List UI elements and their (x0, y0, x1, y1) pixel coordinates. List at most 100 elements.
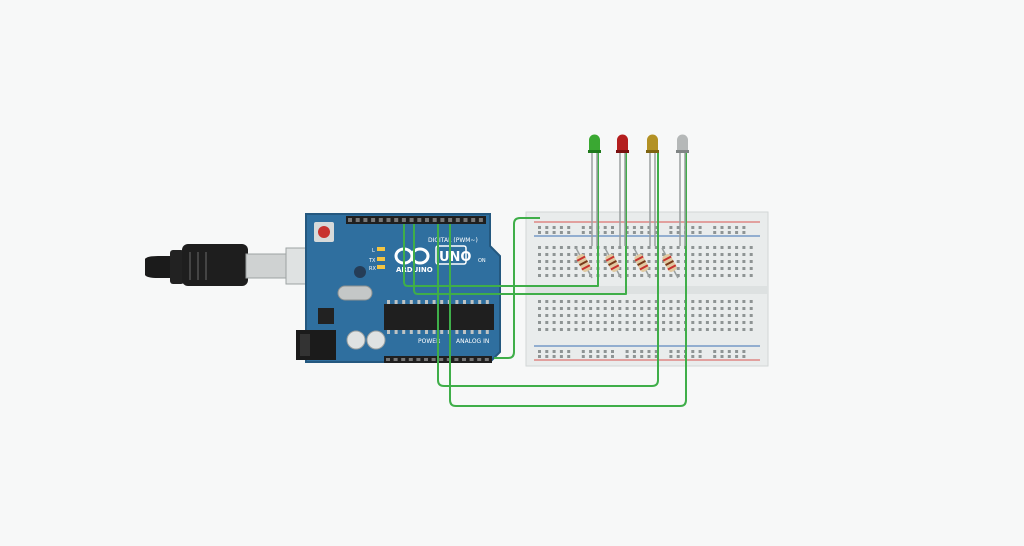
chip-pin (409, 330, 413, 334)
terminal-hole (559, 307, 563, 310)
terminal-hole (611, 246, 614, 249)
chip-pin (417, 330, 421, 334)
breadboard[interactable] (525, 211, 769, 367)
terminal-hole (581, 246, 585, 249)
digital-pin-hole (448, 218, 453, 222)
terminal-hole (589, 307, 593, 310)
resistor-2 (604, 247, 622, 279)
terminal-hole (625, 321, 629, 324)
terminal-hole (574, 267, 578, 270)
resistor-band (581, 264, 591, 271)
terminal-hole (698, 307, 702, 310)
chip-pin (463, 330, 466, 334)
led-body (589, 140, 600, 152)
power-pin-hole (386, 358, 390, 361)
rail-hole (669, 226, 673, 229)
rail-hole (632, 231, 636, 234)
chip-pin (425, 300, 428, 304)
terminal-hole (691, 321, 695, 324)
tx-led (377, 257, 385, 261)
digital-pin-hole (455, 218, 460, 222)
terminal-hole (538, 267, 541, 270)
resistor-4 (661, 247, 679, 279)
rail-hole (632, 355, 636, 358)
terminal-hole (705, 267, 709, 270)
terminal-hole (640, 307, 644, 310)
rail-hole (640, 226, 644, 229)
rail-hole (735, 226, 739, 229)
rail-hole (567, 350, 571, 353)
terminal-hole (559, 300, 563, 303)
terminal-hole (720, 253, 724, 256)
terminal-hole (749, 314, 753, 317)
rail-hole (691, 355, 695, 358)
terminal-hole (640, 274, 644, 277)
chip-pin (485, 300, 489, 304)
rail-hole (669, 355, 673, 358)
terminal-hole (552, 253, 556, 256)
terminal-hole (742, 253, 746, 256)
terminal-hole (705, 246, 709, 249)
breadboard-center-channel (526, 286, 768, 294)
terminal-hole (640, 300, 644, 303)
rail-hole (559, 231, 563, 234)
terminal-hole (559, 321, 563, 324)
terminal-hole (552, 314, 556, 317)
rail-hole (632, 226, 636, 229)
terminal-hole (749, 307, 753, 310)
terminal-hole (720, 246, 724, 249)
rail-hole (727, 355, 731, 358)
rail-hole (552, 231, 556, 234)
terminal-hole (691, 274, 695, 277)
terminal-hole (735, 253, 739, 256)
chip-pin (478, 300, 482, 304)
terminal-hole (698, 253, 702, 256)
power-label: POWER (418, 338, 440, 345)
rail-hole (611, 226, 614, 229)
led-white (676, 134, 689, 246)
terminal-hole (589, 260, 593, 263)
terminal-hole (749, 321, 753, 324)
terminal-hole (632, 328, 636, 331)
reset-button-icon[interactable] (314, 222, 334, 242)
terminal-hole (632, 274, 636, 277)
terminal-hole (574, 274, 578, 277)
terminal-hole (625, 314, 629, 317)
terminal-hole (698, 274, 702, 277)
rail-hole (611, 231, 614, 234)
terminal-hole (654, 300, 658, 303)
rail-hole (669, 350, 673, 353)
usb-cable-icon[interactable] (145, 244, 313, 286)
terminal-hole (625, 307, 629, 310)
terminal-hole (662, 328, 666, 331)
terminal-hole (713, 314, 717, 317)
terminal-hole (669, 300, 673, 303)
resistor-band (608, 260, 617, 266)
led-yellow (646, 134, 659, 246)
terminal-hole (552, 307, 556, 310)
terminal-hole (567, 307, 571, 310)
terminal-hole (662, 314, 666, 317)
chip-pin (463, 300, 466, 304)
rail-hole (538, 226, 541, 229)
terminal-hole (742, 307, 746, 310)
terminal-hole (632, 246, 636, 249)
terminal-hole (567, 267, 571, 270)
terminal-hole (691, 267, 695, 270)
terminal-hole (727, 246, 731, 249)
resistor-band (665, 260, 674, 266)
terminal-hole (720, 321, 724, 324)
led-body (647, 140, 658, 152)
terminal-hole (676, 314, 680, 317)
terminal-hole (742, 300, 746, 303)
terminal-hole (698, 300, 702, 303)
arduino-uno-board[interactable]: DIGITAL (PWM~) L TX RX ON ARDUINO UNO (296, 213, 501, 363)
terminal-hole (603, 328, 607, 331)
terminal-hole (647, 328, 651, 331)
terminal-hole (574, 253, 578, 256)
terminal-hole (713, 328, 717, 331)
terminal-hole (654, 246, 658, 249)
terminal-hole (742, 314, 746, 317)
